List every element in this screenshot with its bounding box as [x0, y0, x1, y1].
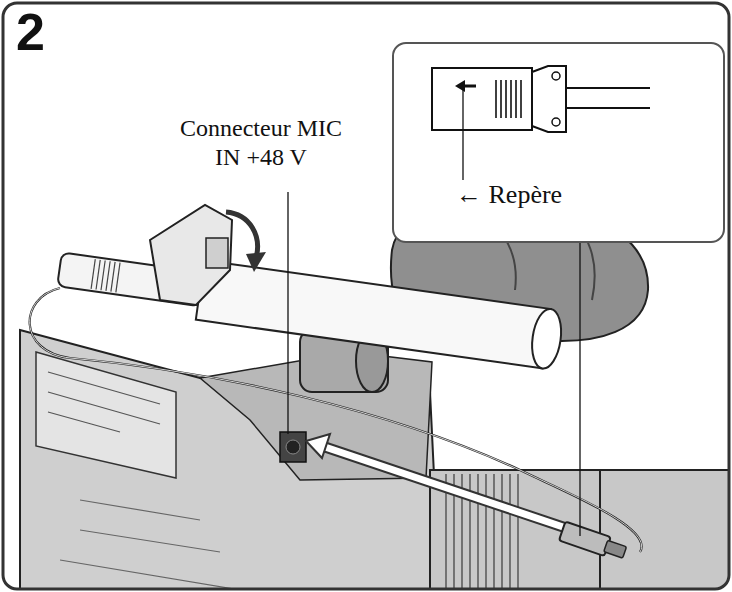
lens-ring: [599, 470, 601, 588]
side-panel: [36, 352, 176, 478]
leader-line: [287, 192, 288, 434]
panel-number: 2: [16, 4, 96, 61]
mic-in-connector: [280, 432, 306, 462]
leader-line: [579, 243, 580, 536]
body-lines: [60, 500, 240, 588]
insert-arrow-outline: [322, 446, 572, 530]
panel-lines: [48, 372, 160, 432]
rotation-arrow: [226, 212, 258, 258]
insert-arrowhead: [306, 434, 330, 458]
inset-box: ← Repère: [392, 42, 725, 243]
xlr-plug: [559, 522, 628, 562]
insert-arrow: [322, 446, 572, 530]
connector-socket: [286, 440, 300, 454]
lens: [430, 470, 728, 588]
camera-drawing: [20, 43, 728, 588]
microphone: [55, 241, 564, 371]
holder-knob: [206, 238, 228, 268]
mic-cable: [30, 288, 642, 552]
rotation-arrowhead: [246, 252, 266, 272]
part-label: Connecteur MIC IN +48 V: [166, 114, 356, 172]
panel-frame: [3, 3, 729, 589]
cable-highlight: [30, 288, 642, 552]
mic-holder: [150, 205, 232, 305]
marker-label: ← Repère: [456, 180, 716, 210]
inset-plug: [432, 66, 650, 180]
inset-background: [393, 43, 724, 242]
